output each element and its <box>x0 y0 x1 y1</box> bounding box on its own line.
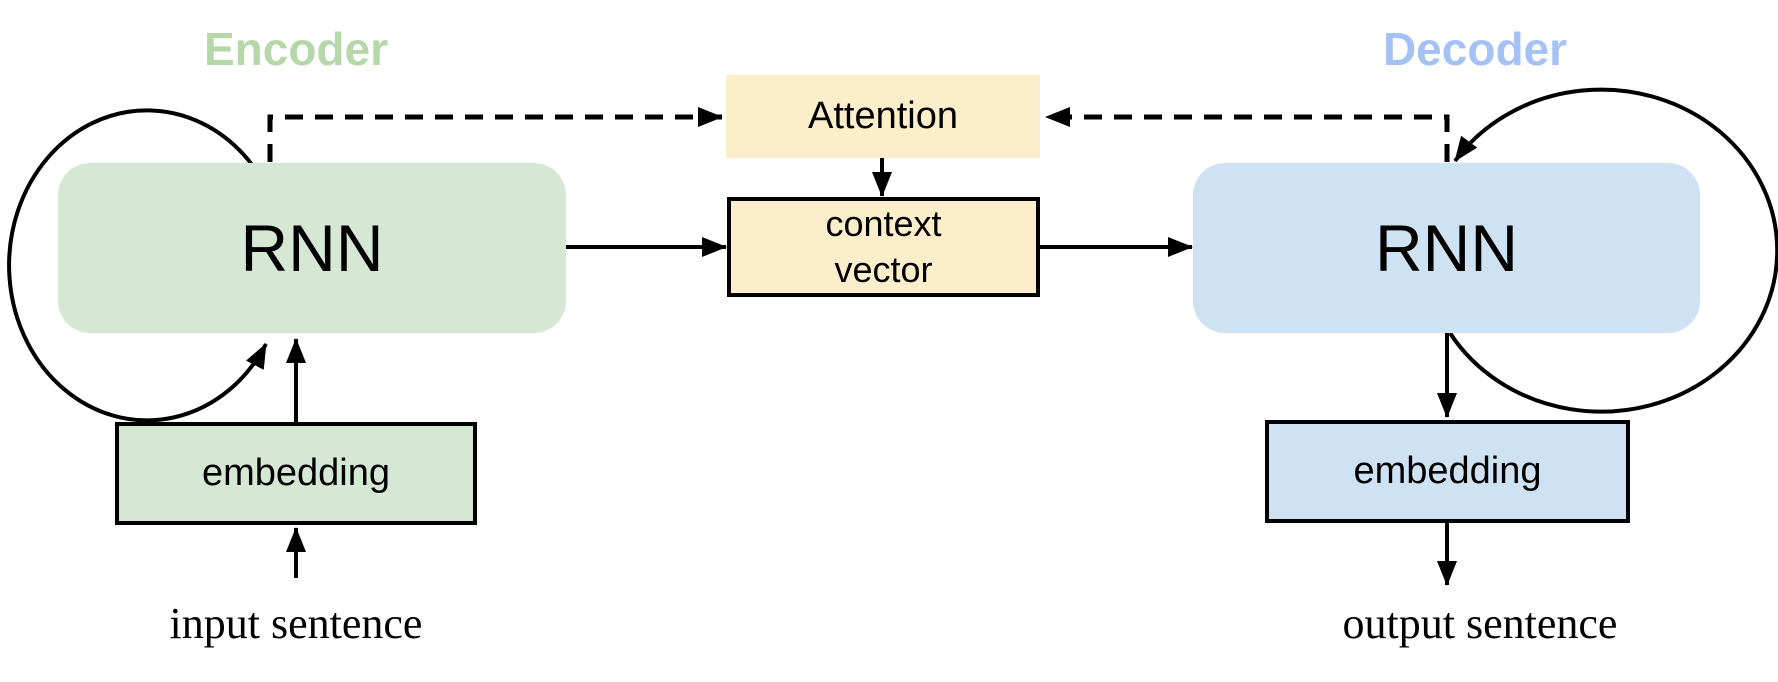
encoder-title: Encoder <box>203 23 389 75</box>
decoder-title: Decoder <box>1382 23 1568 75</box>
context-vector-line1: context <box>825 202 942 244</box>
encoder-rnn-box: RNN <box>58 163 566 333</box>
decoder-embedding-box: embedding <box>1265 420 1630 523</box>
attention-box: Attention <box>726 75 1040 158</box>
decoder-to-attention-dashed-arrow <box>1045 107 1450 162</box>
encoder-embedding-box: embedding <box>115 422 477 525</box>
encoder-to-attention-dashed-arrow <box>267 107 723 162</box>
decoder-rnn-box: RNN <box>1193 163 1700 333</box>
decoder-loop-arrow <box>1448 87 1778 414</box>
context-vector-line2: vector <box>834 249 933 290</box>
encoder-loop-arrow <box>7 108 268 423</box>
input-sentence-label: input sentence <box>169 599 423 648</box>
context-vector-box: context vector <box>727 197 1040 297</box>
output-sentence-label: output sentence <box>1342 599 1618 648</box>
